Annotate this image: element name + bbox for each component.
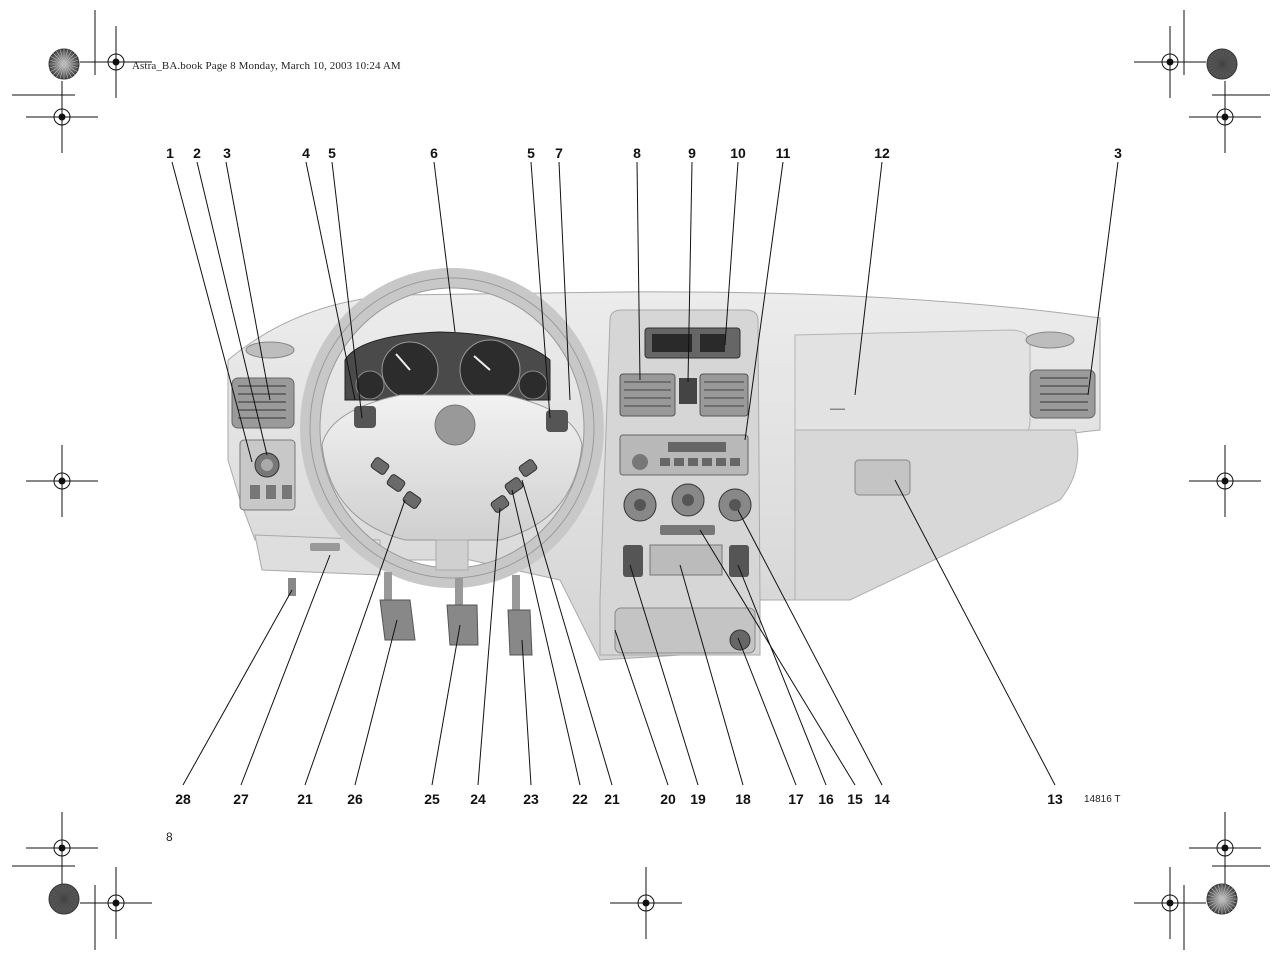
leader-lines — [171, 161, 1119, 786]
callout-bottom-7: 22 — [572, 791, 588, 807]
callout-bottom-3: 26 — [347, 791, 363, 807]
callout-top-2: 3 — [223, 145, 231, 161]
callout-top-12: 12 — [874, 145, 890, 161]
callout-top-9: 9 — [688, 145, 696, 161]
right-stalk — [546, 410, 568, 432]
callout-top-4: 5 — [328, 145, 336, 161]
callout-bottom-5: 24 — [470, 791, 486, 807]
rosette-ray — [49, 59, 79, 69]
pedals — [379, 572, 533, 656]
registration-marks — [12, 10, 1270, 950]
bonnet-release-lever — [288, 578, 296, 596]
callout-top-10: 10 — [730, 145, 746, 161]
callout-top-5: 6 — [430, 145, 438, 161]
rosette-ray — [1207, 59, 1237, 69]
callout-bottom-2: 21 — [297, 791, 313, 807]
callout-bottom-4: 25 — [424, 791, 440, 807]
callout-top-7: 7 — [555, 145, 563, 161]
steering-wheel — [300, 268, 604, 588]
accelerator-pedal — [507, 609, 533, 656]
callout-bottom-11: 18 — [735, 791, 751, 807]
callout-bottom-14: 15 — [847, 791, 863, 807]
callout-bottom-8: 21 — [604, 791, 620, 807]
callout-bottom-16: 13 — [1047, 791, 1063, 807]
center-console — [599, 309, 761, 656]
callout-top-11: 11 — [776, 145, 791, 161]
left-side-vent — [231, 377, 295, 429]
glovebox-handle — [854, 459, 911, 496]
callout-top-1: 2 — [193, 145, 201, 161]
callout-bottom-9: 20 — [660, 791, 676, 807]
figure-code: 14816 T — [1084, 794, 1121, 805]
left-stalk — [354, 406, 376, 428]
callout-top-6: 5 — [527, 145, 535, 161]
callout-bottom-1: 27 — [233, 791, 249, 807]
callout-top-3: 4 — [302, 145, 310, 161]
clutch-pedal — [379, 599, 416, 641]
storage-tray — [649, 544, 723, 576]
callout-top-0: 1 — [166, 145, 174, 161]
callout-bottom-13: 16 — [818, 791, 834, 807]
left-defrost-vent — [245, 341, 295, 359]
callout-bottom-6: 23 — [523, 791, 539, 807]
horn-pad-logo — [434, 404, 476, 446]
centre-vent-left — [619, 373, 676, 417]
callout-top-8: 8 — [633, 145, 641, 161]
callout-bottom-15: 14 — [874, 791, 890, 807]
rosette-ray — [1207, 894, 1237, 904]
callout-numbers-bottom: 28 27 21 26 25 24 23 22 21 20 19 18 17 16 15 14 13 — [175, 791, 1063, 807]
callout-bottom-10: 19 — [690, 791, 706, 807]
cigarette-lighter — [729, 629, 751, 651]
brake-pedal — [446, 604, 479, 646]
hazard-switch — [679, 378, 697, 404]
callout-bottom-0: 28 — [175, 791, 191, 807]
rosette-ray — [49, 894, 79, 904]
print-header: Astra_BA.book Page 8 Monday, March 10, 2… — [132, 60, 401, 72]
instrument-cluster — [344, 331, 551, 401]
right-defrost-vent — [1025, 331, 1075, 349]
callout-top-13: 3 — [1114, 145, 1122, 161]
page-number: 8 — [166, 830, 173, 844]
svg-text:▬▬▬: ▬▬▬ — [830, 406, 845, 412]
callout-bottom-12: 17 — [788, 791, 804, 807]
centre-vent-right — [699, 373, 749, 417]
